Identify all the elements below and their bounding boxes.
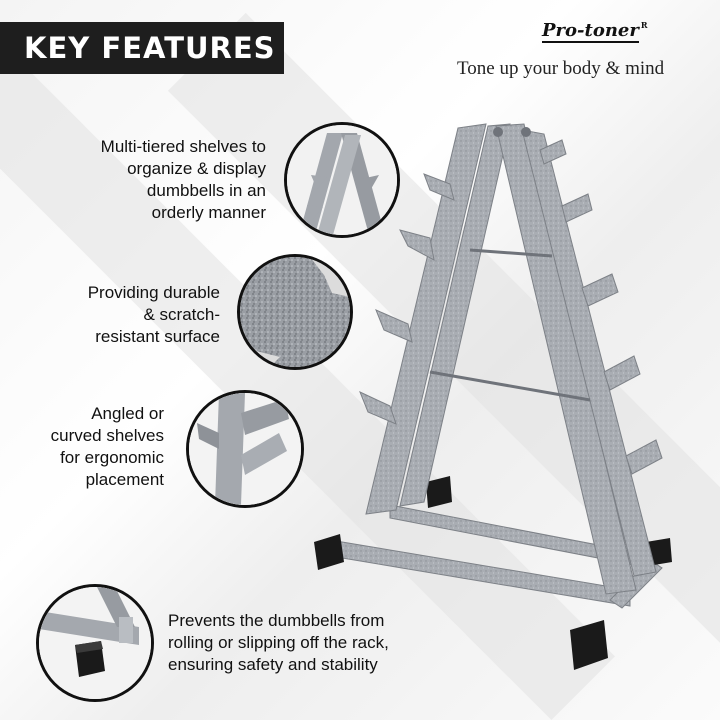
dumbbell-rack-image — [314, 123, 672, 670]
feature-line: Multi-tiered shelves to — [100, 137, 266, 156]
feature-line: for ergonomic — [60, 448, 164, 467]
rubber-foot-image — [39, 587, 151, 699]
detail-circle-rubber-foot — [36, 584, 154, 702]
brand-name-a: Pro — [542, 20, 578, 41]
feature-text-angled-shelves: Angled or curved shelves for ergonomic p… — [51, 403, 164, 491]
feature-line: ensuring safety and stability — [168, 655, 378, 674]
feature-line: placement — [85, 470, 164, 489]
angled-shelf-image — [189, 393, 301, 505]
brand-tagline: Tone up your body & mind — [457, 58, 665, 79]
detail-circle-surface-texture — [237, 254, 353, 370]
feature-text-stability: Prevents the dumbbells from rolling or s… — [168, 610, 389, 676]
surface-texture-image — [240, 257, 350, 367]
registered-mark: R — [640, 20, 648, 30]
detail-circle-rack-top — [284, 122, 400, 238]
feature-line: curved shelves — [50, 426, 164, 445]
badge-title: KEY FEATURES — [24, 31, 276, 65]
feature-line: Providing durable — [87, 283, 220, 302]
feature-text-durable-surface: Providing durable & scratch- resistant s… — [88, 282, 220, 348]
feature-line: rolling or slipping off the rack, — [168, 633, 389, 652]
rack-top-detail-image — [287, 125, 397, 235]
feature-line: orderly manner — [151, 203, 266, 222]
brand-name-b: -toner — [577, 20, 639, 41]
feature-line: dumbbells in an — [146, 181, 266, 200]
feature-line: Angled or — [91, 404, 164, 423]
detail-circle-angled-shelves — [186, 390, 304, 508]
feature-line: resistant surface — [95, 327, 220, 346]
feature-line: organize & display — [127, 159, 266, 178]
feature-text-tiered-shelves: Multi-tiered shelves to organize & displ… — [101, 136, 266, 224]
key-features-badge: KEY FEATURES — [0, 22, 284, 74]
feature-line: Prevents the dumbbells from — [168, 611, 385, 630]
feature-line: & scratch- — [143, 305, 220, 324]
